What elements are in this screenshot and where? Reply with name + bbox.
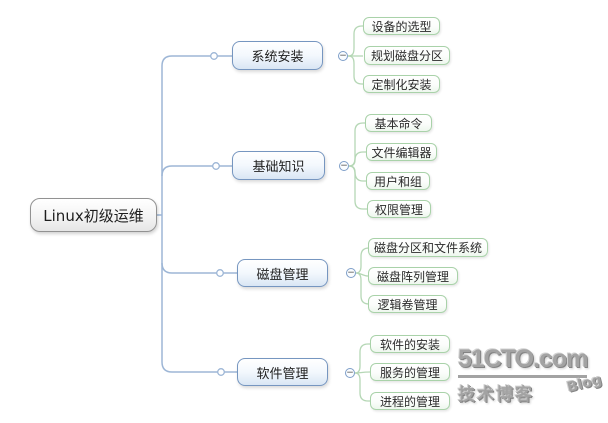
node-software-management[interactable]: 软件管理	[237, 358, 328, 386]
collapse-toggle-minus-icon[interactable]: −	[338, 50, 348, 61]
node-leaf-custom-install[interactable]: 定制化安装	[363, 75, 440, 93]
watermark-51cto: 51CTO.com 技术博客 Blog	[458, 345, 604, 405]
node-basic-knowledge[interactable]: 基础知识	[232, 151, 325, 180]
node-leaf-disk-partition-filesystem[interactable]: 磁盘分区和文件系统	[368, 238, 488, 257]
collapse-toggle-minus-icon[interactable]: −	[339, 160, 349, 171]
watermark-tagline: 技术博客	[458, 385, 534, 405]
node-leaf-lvm-management[interactable]: 逻辑卷管理	[368, 295, 447, 313]
node-root[interactable]: Linux初级运维	[30, 198, 157, 232]
branch-joint-dots	[210, 52, 225, 376]
node-leaf-users-groups[interactable]: 用户和组	[366, 172, 430, 190]
node-leaf-raid-management[interactable]: 磁盘阵列管理	[368, 267, 458, 285]
node-leaf-device-selection[interactable]: 设备的选型	[363, 17, 440, 35]
collapse-toggle-minus-icon[interactable]: −	[345, 367, 355, 378]
node-leaf-service-management[interactable]: 服务的管理	[370, 363, 450, 381]
leaf-links-green	[347, 25, 371, 402]
node-system-install[interactable]: 系统安装	[232, 41, 323, 70]
trunk-links-blue	[157, 55, 237, 373]
node-disk-management[interactable]: 磁盘管理	[237, 259, 328, 287]
collapse-toggle-minus-icon[interactable]: −	[346, 267, 356, 278]
node-leaf-process-management[interactable]: 进程的管理	[370, 392, 450, 410]
watermark-row: 技术博客 Blog	[458, 372, 604, 405]
node-leaf-permission-management[interactable]: 权限管理	[367, 200, 431, 218]
watermark-site-logo: 51CTO.com	[458, 345, 588, 378]
node-leaf-file-editor[interactable]: 文件编辑器	[366, 143, 437, 161]
node-leaf-plan-disk-partition[interactable]: 规划磁盘分区	[364, 46, 450, 65]
node-leaf-software-install[interactable]: 软件的安装	[370, 335, 450, 353]
node-leaf-basic-commands[interactable]: 基本命令	[365, 114, 432, 132]
